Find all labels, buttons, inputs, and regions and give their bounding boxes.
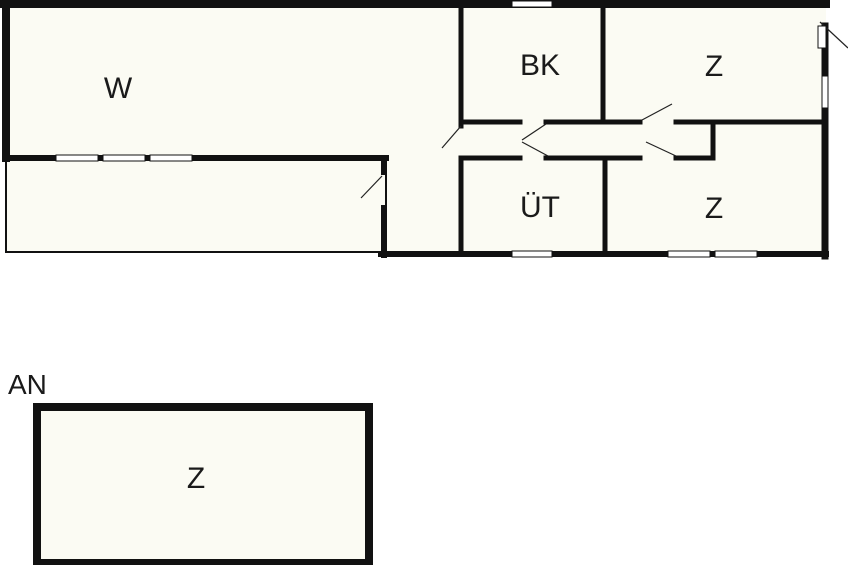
room-label-bathroom-kitchen: BK [520,49,560,82]
annex-label: AN [8,369,47,400]
window-z-bottom-1 [667,250,711,258]
door-z-bottom [645,141,677,157]
window-terrace-2 [102,154,146,162]
door-bk [521,123,547,141]
window-right [821,75,829,109]
room-label-room-top-right: Z [705,50,723,83]
annex-room [33,403,373,565]
windows [55,0,829,258]
door-living-corridor [441,125,462,149]
window-z-bottom-2 [714,250,758,258]
doors [360,21,848,199]
door-terrace [360,175,383,199]
window-ut-bottom [511,250,553,258]
room-label-utility: ÜT [520,191,560,224]
door-z-top [641,103,673,121]
window-terrace-1 [55,154,99,162]
door-ut [521,141,549,157]
room-label-room-bottom-right: Z [705,192,723,225]
interior-walls [458,3,829,257]
room-label-living: W [104,72,133,105]
room-label-annex: Z [187,462,205,495]
terrace-outline [5,159,387,253]
window-bk-top [511,0,553,8]
window-terrace-3 [149,154,193,162]
